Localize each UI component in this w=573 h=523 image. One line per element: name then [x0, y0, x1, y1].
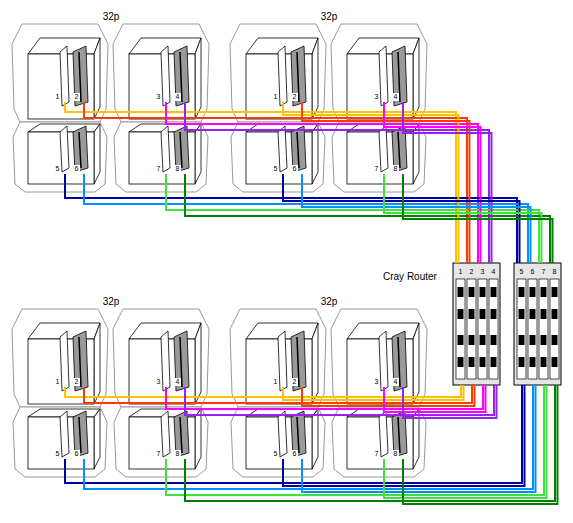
- router-port-number: 6: [529, 268, 537, 276]
- cabinet: [113, 24, 209, 192]
- cable: [384, 102, 481, 263]
- port-number: 7: [373, 450, 380, 458]
- port-number: 8: [174, 450, 181, 458]
- port-number: 8: [392, 165, 399, 173]
- cabinet: [230, 24, 326, 192]
- port-number: 7: [155, 450, 162, 458]
- port-number: 6: [73, 165, 80, 173]
- cabinet: [331, 24, 427, 192]
- router-port-number: 3: [479, 268, 487, 276]
- port-number: 3: [373, 93, 380, 101]
- port-number: 2: [291, 93, 298, 101]
- port-number: 2: [73, 378, 80, 386]
- cabinet-group: 32p: [10, 10, 212, 194]
- group-label: 32p: [228, 296, 430, 307]
- cabinet: [331, 309, 427, 477]
- cable: [403, 102, 492, 263]
- port-number: 5: [54, 165, 61, 173]
- cable: [403, 174, 553, 263]
- cable: [384, 385, 486, 412]
- port-number: 1: [272, 93, 279, 101]
- port-number: 1: [272, 378, 279, 386]
- router-port-number: 1: [457, 268, 465, 276]
- group-label: 32p: [10, 11, 212, 22]
- cable: [302, 385, 475, 406]
- port-number: 1: [54, 378, 61, 386]
- cable: [166, 385, 544, 495]
- router-module: [514, 263, 561, 385]
- cable: [403, 385, 497, 418]
- cable: [166, 385, 483, 409]
- router-port-number: 8: [551, 268, 559, 276]
- cable: [403, 385, 558, 504]
- cabinet: [113, 309, 209, 477]
- router-module: [453, 263, 500, 385]
- cable: [84, 385, 472, 403]
- port-number: 1: [54, 93, 61, 101]
- port-number: 4: [392, 378, 399, 386]
- router-port-number: 7: [540, 268, 548, 276]
- port-number: 7: [155, 165, 162, 173]
- port-number: 2: [73, 93, 80, 101]
- port-number: 7: [373, 165, 380, 173]
- cabinet: [230, 309, 326, 477]
- port-number: 3: [373, 378, 380, 386]
- port-number: 8: [392, 450, 399, 458]
- port-number: 3: [155, 378, 162, 386]
- cable: [384, 385, 547, 498]
- router-port-number: 5: [518, 268, 526, 276]
- cabinet-group: 32p: [228, 295, 430, 479]
- port-number: 4: [174, 93, 181, 101]
- port-number: 3: [155, 93, 162, 101]
- cabinet: [12, 309, 108, 477]
- port-number: 8: [174, 165, 181, 173]
- cable: [84, 385, 533, 489]
- cabinet-group: 32p: [10, 295, 212, 479]
- router-box: Cray Router: [380, 258, 568, 392]
- cabinet: [12, 24, 108, 192]
- router-port-number: 4: [490, 268, 498, 276]
- port-number: 6: [291, 450, 298, 458]
- cable: [302, 385, 536, 492]
- cabinet-group: 32p: [228, 10, 430, 194]
- port-number: 6: [291, 165, 298, 173]
- group-label: 32p: [10, 296, 212, 307]
- router-port-number: 2: [468, 268, 476, 276]
- port-number: 6: [73, 450, 80, 458]
- cable: [185, 385, 494, 415]
- port-number: 4: [392, 93, 399, 101]
- cable: [65, 385, 522, 483]
- cable: [185, 102, 489, 263]
- port-number: 5: [54, 450, 61, 458]
- router-label: Cray Router: [383, 271, 437, 282]
- port-number: 2: [291, 378, 298, 386]
- port-number: 5: [272, 165, 279, 173]
- port-number: 5: [272, 450, 279, 458]
- cable: [65, 385, 461, 397]
- port-number: 4: [174, 378, 181, 386]
- group-label: 32p: [228, 11, 430, 22]
- cable: [283, 385, 464, 400]
- cable: [185, 385, 555, 501]
